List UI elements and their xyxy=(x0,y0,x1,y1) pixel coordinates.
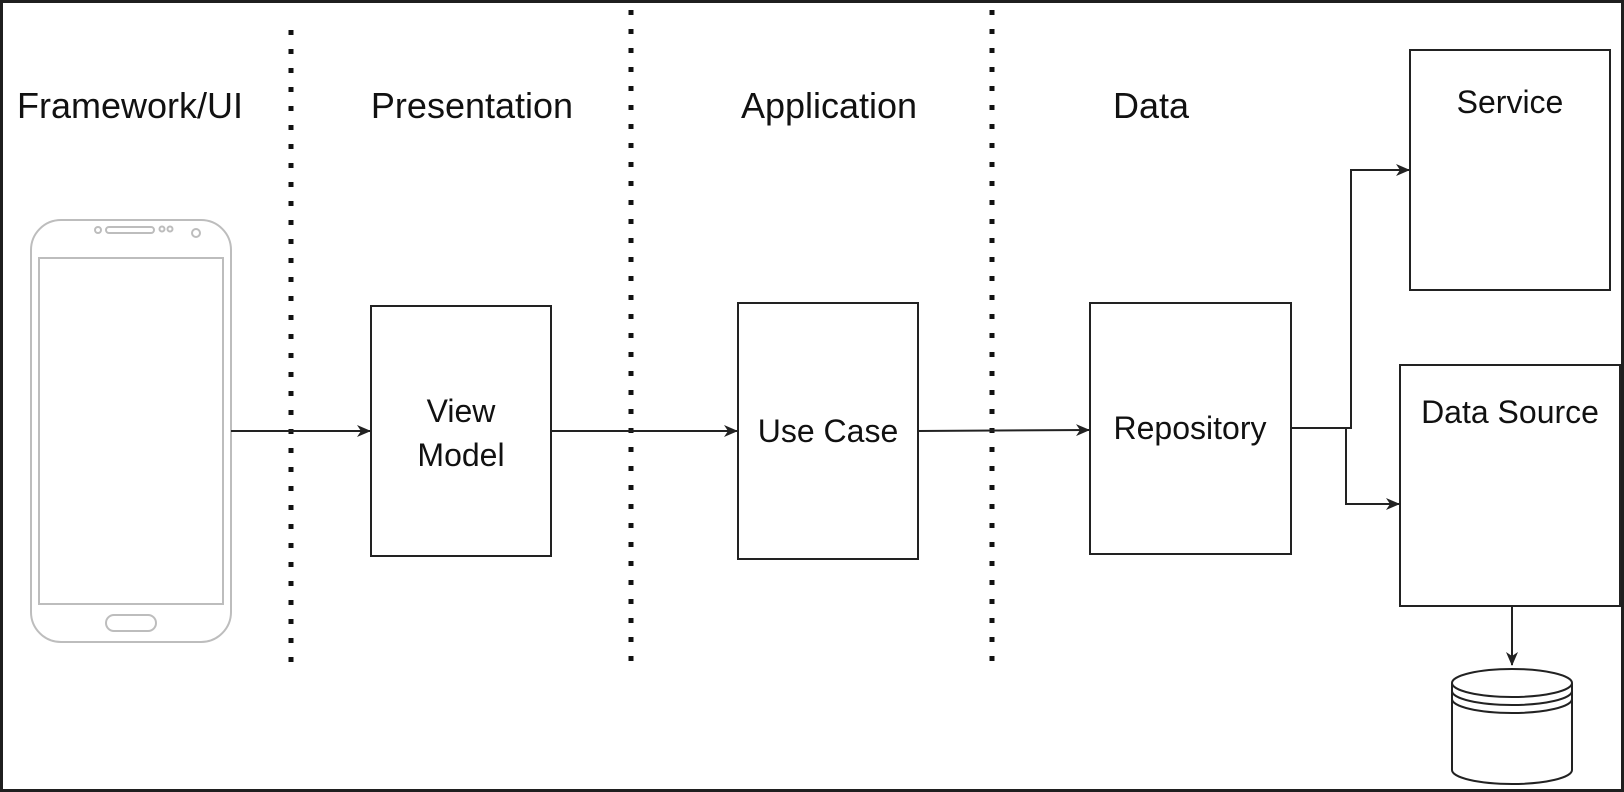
repository-label: Repository xyxy=(1114,410,1267,446)
diagram-frame: Framework/UI Presentation Application Da… xyxy=(3,3,1621,789)
arrow-repository-to-service xyxy=(1291,164,1410,429)
use-case-label: Use Case xyxy=(758,413,899,449)
layer-title-data: Data xyxy=(1113,85,1190,126)
layer-title-presentation: Presentation xyxy=(371,85,573,126)
arrow-use-case-to-repository xyxy=(917,424,1090,437)
service-box: Service xyxy=(1409,49,1611,291)
view-model-label-line1: View xyxy=(427,393,497,429)
smartphone-icon xyxy=(30,219,232,643)
layer-title-application: Application xyxy=(741,85,917,126)
use-case-box: Use Case xyxy=(737,302,919,560)
data-source-label: Data Source xyxy=(1421,394,1599,430)
repository-box: Repository xyxy=(1089,302,1292,555)
data-source-box: Data Source xyxy=(1399,364,1621,607)
view-model-box: View Model xyxy=(370,305,552,557)
view-model-label-line2: Model xyxy=(417,437,504,473)
layer-title-framework-ui: Framework/UI xyxy=(17,85,243,126)
arrow-repository-to-data-source xyxy=(1291,427,1400,510)
architecture-diagram: Framework/UI Presentation Application Da… xyxy=(17,10,1621,785)
service-label: Service xyxy=(1457,84,1564,120)
database-icon xyxy=(1451,668,1573,785)
